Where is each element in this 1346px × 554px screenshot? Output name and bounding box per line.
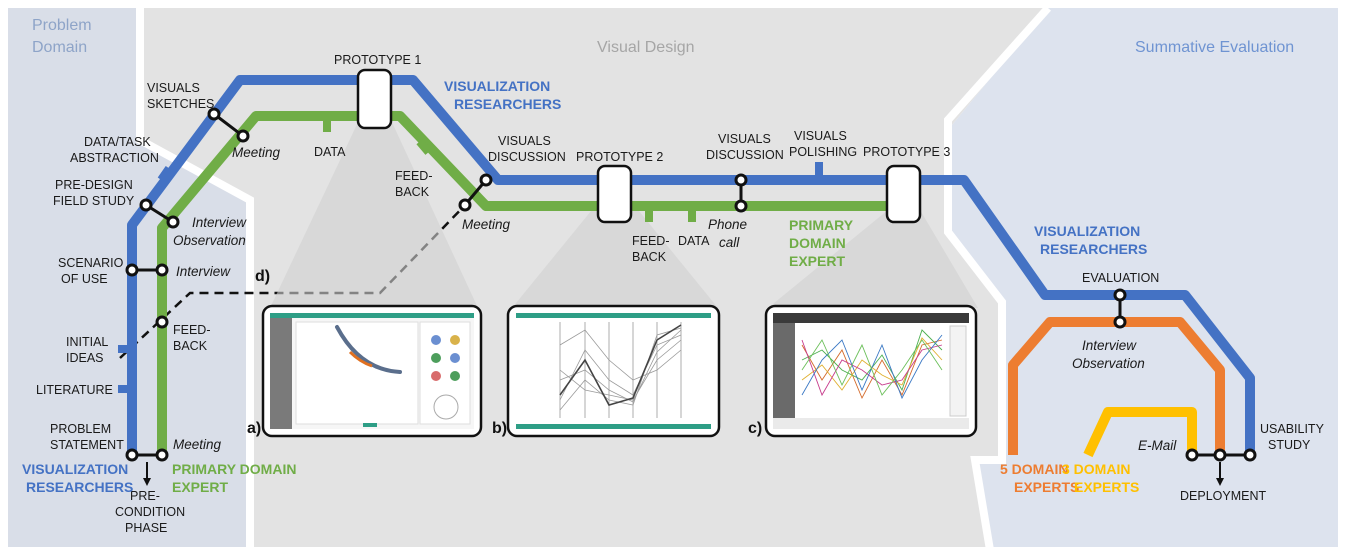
zoom-funnel-b (512, 200, 718, 308)
label-pre-design-2: FIELD STUDY (53, 194, 135, 208)
label-precondition-1: PRE- (130, 489, 160, 503)
label-evaluation: EVALUATION (1082, 271, 1159, 285)
label-viz-researchers-top-1: VISUALIZATION (444, 78, 550, 94)
label-primary-expert-mid-2: DOMAIN (789, 235, 846, 251)
panel-label-c: c) (748, 420, 762, 437)
label-feedback-1a: FEED- (173, 323, 211, 337)
label-primary-expert-mid-3: EXPERT (789, 253, 845, 269)
label-visuals-sketches-1: VISUALS (147, 81, 200, 95)
label-pre-design-1: PRE-DESIGN (55, 178, 133, 192)
label-usability-study-1: USABILITY (1260, 422, 1325, 436)
label-prototype-3: PROTOTYPE 3 (863, 145, 950, 159)
label-initial-ideas-1: INITIAL (66, 335, 108, 349)
label-visuals-polishing-1: VISUALS (794, 129, 847, 143)
prototype-1-box (356, 68, 393, 130)
label-meeting-2: Meeting (173, 437, 222, 452)
precondition-arrow-icon (143, 478, 151, 486)
label-primary-expert-left-1: PRIMARY DOMAIN (172, 461, 296, 477)
summative-evaluation-region (948, 8, 1338, 550)
panel-c-colored-lines (801, 329, 943, 400)
panel-label-d: d) (255, 268, 270, 285)
label-data-2: DATA (678, 234, 710, 248)
phase-title-summative-evaluation: Summative Evaluation (1135, 39, 1294, 56)
panel-b-screenshot (506, 304, 721, 438)
label-feedback-3a: FEED- (632, 234, 670, 248)
blue-station-ticks (118, 162, 823, 393)
label-three-experts-2: EXPERTS (1074, 479, 1139, 495)
label-visuals-discussion-2b: DISCUSSION (706, 148, 784, 162)
label-five-experts-2: EXPERTS (1014, 479, 1079, 495)
label-precondition-2: CONDITION (115, 505, 185, 519)
panel-a-screenshot (261, 304, 483, 438)
label-viz-researchers-left-1: VISUALIZATION (22, 461, 128, 477)
label-phone-call-2: call (719, 235, 740, 250)
label-interview: Interview (176, 264, 231, 279)
label-email: E-Mail (1138, 438, 1177, 453)
label-visuals-discussion-1a: VISUALS (498, 134, 551, 148)
label-problem-statement-1: PROBLEM (50, 422, 111, 436)
label-feedback-2b: BACK (395, 185, 430, 199)
label-deployment: DEPLOYMENT (1180, 489, 1266, 503)
label-problem-statement-2: STATEMENT (50, 438, 124, 452)
label-phone-call-1: Phone (708, 217, 747, 232)
phase-title-problem-line2: Domain (32, 39, 87, 56)
panel-label-a: a) (247, 420, 261, 437)
label-viz-researchers-top-2: RESEARCHERS (454, 96, 561, 112)
panel-label-b: b) (492, 420, 507, 437)
deployment-arrow-icon (1216, 478, 1224, 486)
label-visuals-sketches-2: SKETCHES (147, 97, 214, 111)
prototype-2-box (596, 164, 633, 224)
label-prototype-2: PROTOTYPE 2 (576, 150, 663, 164)
prototype-3-box (885, 164, 922, 224)
label-usability-study-2: STUDY (1268, 438, 1311, 452)
label-meeting-3: Meeting (462, 217, 511, 232)
label-data-task-abstraction-1: DATA/TASK (84, 135, 151, 149)
label-visuals-discussion-1b: DISCUSSION (488, 150, 566, 164)
phase-title-problem-line1: Problem (32, 17, 92, 34)
label-visuals-discussion-2a: VISUALS (718, 132, 771, 146)
label-five-experts-1: 5 DOMAIN (1000, 461, 1068, 477)
label-meeting-1: Meeting (232, 145, 281, 160)
label-literature: LITERATURE (36, 383, 113, 397)
line-visualization-researchers (127, 75, 1255, 455)
label-interview-observation-2: Observation (173, 233, 246, 248)
label-eval-interview: Interview (1082, 338, 1137, 353)
zoom-funnel-a (270, 118, 478, 308)
label-three-experts-1: 3 DOMAIN (1062, 461, 1130, 477)
panel-c-screenshot (764, 304, 978, 438)
label-scenario-of-use-2: OF USE (61, 272, 108, 286)
label-feedback-1b: BACK (173, 339, 208, 353)
label-feedback-3b: BACK (632, 250, 667, 264)
exit-arrows (146, 462, 1221, 480)
label-data-1: DATA (314, 145, 346, 159)
label-viz-researchers-right-1: VISUALIZATION (1034, 223, 1140, 239)
label-visuals-polishing-2: POLISHING (789, 145, 857, 159)
label-primary-expert-mid-1: PRIMARY (789, 217, 854, 233)
zoom-funnel-c (768, 210, 978, 308)
label-initial-ideas-2: IDEAS (66, 351, 104, 365)
label-eval-observation: Observation (1072, 356, 1145, 371)
label-prototype-1: PROTOTYPE 1 (334, 53, 421, 67)
label-interview-observation-1: Interview (192, 215, 247, 230)
line-three-domain-experts (1083, 407, 1197, 458)
label-scenario-of-use-1: SCENARIO (58, 256, 124, 270)
label-viz-researchers-right-2: RESEARCHERS (1040, 241, 1147, 257)
label-viz-researchers-left-2: RESEARCHERS (26, 479, 133, 495)
label-precondition-3: PHASE (125, 521, 167, 535)
transfer-connectors (125, 107, 1257, 462)
label-feedback-2a: FEED- (395, 169, 433, 183)
green-station-ticks (323, 120, 696, 222)
label-data-task-abstraction-2: ABSTRACTION (70, 151, 159, 165)
phase-title-visual-design: Visual Design (597, 39, 695, 56)
label-primary-expert-left-2: EXPERT (172, 479, 228, 495)
panel-a-pie-glyphs (431, 335, 460, 420)
